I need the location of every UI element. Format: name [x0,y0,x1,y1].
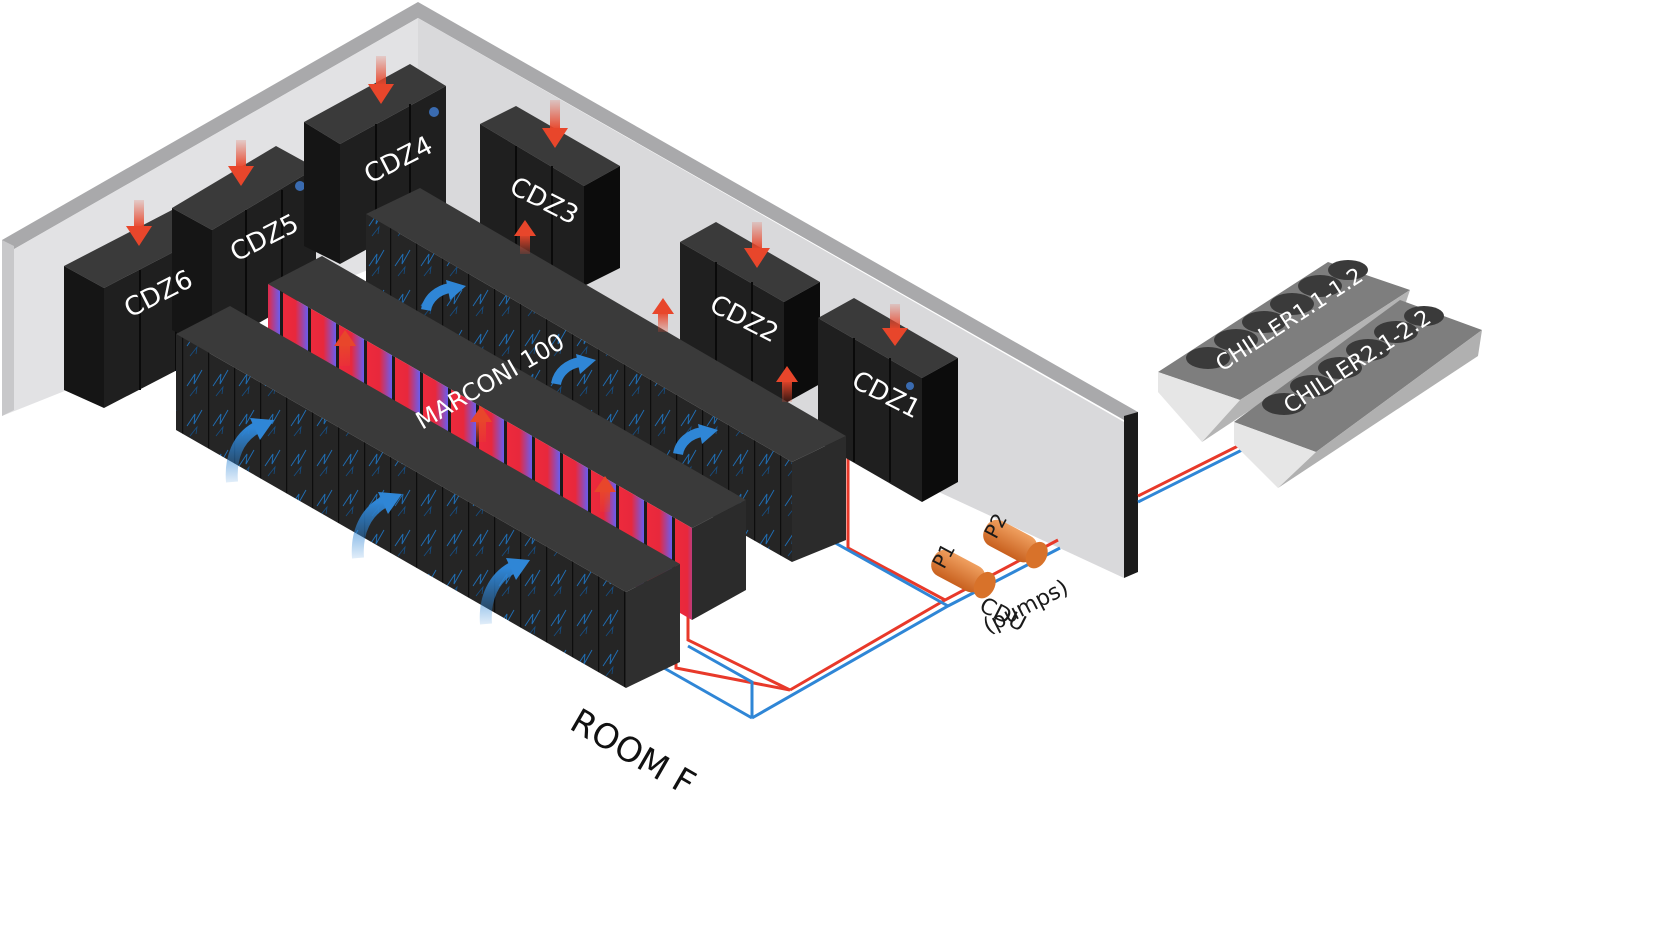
up-arrow-icon [470,406,492,442]
cold-air-arrows [225,280,718,625]
hot-pipe [1137,438,1251,498]
up-arrow-icon [334,330,356,366]
cooling-unit-cdz2 [680,222,820,404]
pump-p2 [983,519,1048,569]
curved-arrow-icon [351,492,402,559]
cold-pipe [829,538,949,608]
curved-arrow-icon [673,424,718,456]
rack-row-front [176,306,680,688]
chiller-2 [1234,300,1482,488]
up-arrow-icon [514,220,536,254]
down-arrow-icon [368,56,394,104]
chiller-1 [1158,260,1410,442]
curved-arrow-icon [421,280,466,312]
cold-pipe [687,644,754,718]
down-arrow-icon [228,140,254,186]
up-arrow-icon [652,298,674,332]
down-arrow-icon [882,304,908,346]
up-arrow-icon [776,366,798,402]
curved-arrow-icon [225,418,274,483]
cold-pipe [663,666,753,720]
pump-p1 [931,549,996,599]
curved-arrow-icon [551,354,596,386]
cooling-unit-cdz3 [480,106,620,286]
hot-pipe [846,436,946,602]
hot-air-arrows [334,220,798,512]
curved-arrow-icon [479,558,530,625]
cold-pipe [1137,444,1251,504]
down-arrow-icon [744,222,770,268]
return-air-arrows [126,56,908,346]
up-arrow-icon [594,476,616,512]
down-arrow-icon [542,100,568,148]
down-arrow-icon [126,200,152,246]
room-label: ROOM F [564,701,703,804]
